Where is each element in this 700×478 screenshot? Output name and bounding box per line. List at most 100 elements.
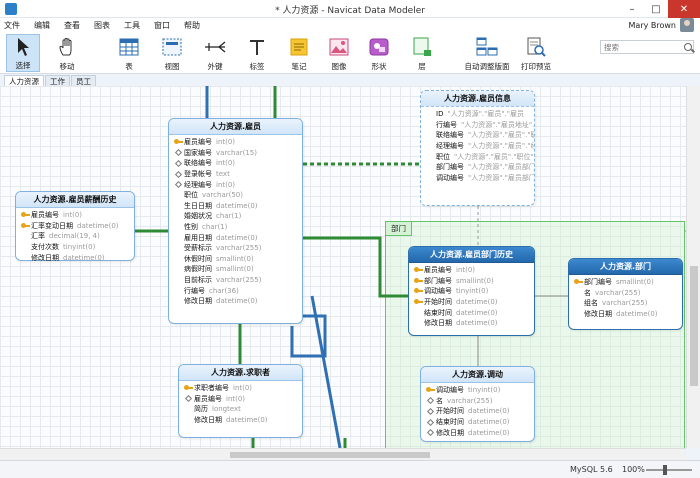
field-marker — [173, 149, 184, 157]
menu-window[interactable]: 窗口 — [154, 20, 170, 30]
search-input[interactable] — [600, 40, 694, 54]
field-row[interactable]: 行编号"人力资源"."雇员地址"." — [421, 120, 534, 131]
field-row[interactable]: 职位"人力资源"."雇员"."职位" — [421, 151, 534, 162]
foreign-key-tool-button[interactable]: 外键 — [198, 34, 232, 72]
menu-edit[interactable]: 编辑 — [34, 20, 50, 30]
move-tool-button[interactable]: 移动 — [50, 34, 84, 72]
vertical-scroll-thumb[interactable] — [690, 266, 698, 386]
zoom-slider-knob[interactable] — [662, 465, 667, 475]
tab-hr[interactable]: 人力资源 — [4, 75, 44, 86]
horizontal-scroll-thumb[interactable] — [230, 452, 430, 458]
tab-staff[interactable]: 员工 — [71, 75, 96, 86]
print-preview-button[interactable]: 打印预览 — [516, 34, 556, 72]
field-row[interactable]: 经理编号"人力资源"."雇员"."经 — [421, 141, 534, 152]
field-type: int(0) — [216, 180, 236, 189]
view-tool-button[interactable]: 视图 — [155, 34, 189, 72]
image-tool-button[interactable]: 图像 — [322, 34, 356, 72]
menu-file[interactable]: 文件 — [4, 20, 20, 30]
relation-line[interactable] — [303, 236, 408, 298]
maximize-button[interactable]: □ — [651, 3, 661, 15]
relation-line[interactable] — [290, 314, 327, 358]
label-tool-button[interactable]: 标签 — [240, 34, 274, 72]
field-row[interactable]: 调动编号"人力资源"."雇员部门" — [421, 173, 534, 184]
menu-view[interactable]: 查看 — [64, 20, 80, 30]
search-icon[interactable] — [684, 43, 692, 51]
close-button[interactable]: ✕ — [668, 0, 700, 18]
note-tool-button[interactable]: 笔记 — [282, 34, 316, 72]
field-name: 生日日期 — [184, 201, 212, 210]
user-account[interactable]: Mary Brown — [629, 18, 694, 32]
menu-tools[interactable]: 工具 — [124, 20, 140, 30]
minimize-button[interactable]: – — [629, 3, 635, 15]
field-row[interactable]: ID"人力资源"."雇员"."雇员 — [421, 109, 534, 120]
zoom-slider[interactable] — [646, 465, 692, 475]
layer-tool-button[interactable]: 层 — [405, 34, 439, 72]
relation-line[interactable] — [310, 295, 342, 448]
select-tool-button[interactable]: 选择 — [6, 34, 40, 72]
field-name: 婚姻状况 — [184, 212, 212, 221]
horizontal-scrollbar[interactable] — [0, 448, 686, 460]
auto-layout-button[interactable]: 自动调整版面 — [462, 34, 512, 72]
avatar[interactable] — [680, 18, 694, 32]
field-row[interactable]: 联络编号"人力资源"."雇员"."联 — [421, 130, 534, 141]
tab-jobs[interactable]: 工作 — [45, 75, 70, 86]
auto-layout-icon — [476, 36, 498, 58]
menu-diagram[interactable]: 图表 — [94, 20, 110, 30]
table-tool-button[interactable]: 表 — [112, 34, 146, 72]
image-tool-label: 图像 — [331, 62, 347, 71]
shape-tool-button[interactable]: 形状 — [362, 34, 396, 72]
index-diamond-icon — [184, 395, 193, 403]
vertical-scrollbar[interactable] — [686, 86, 700, 448]
field-row[interactable]: 部门编号"人力资源"."雇员部门" — [421, 162, 534, 173]
menu-help[interactable]: 帮助 — [184, 20, 200, 30]
